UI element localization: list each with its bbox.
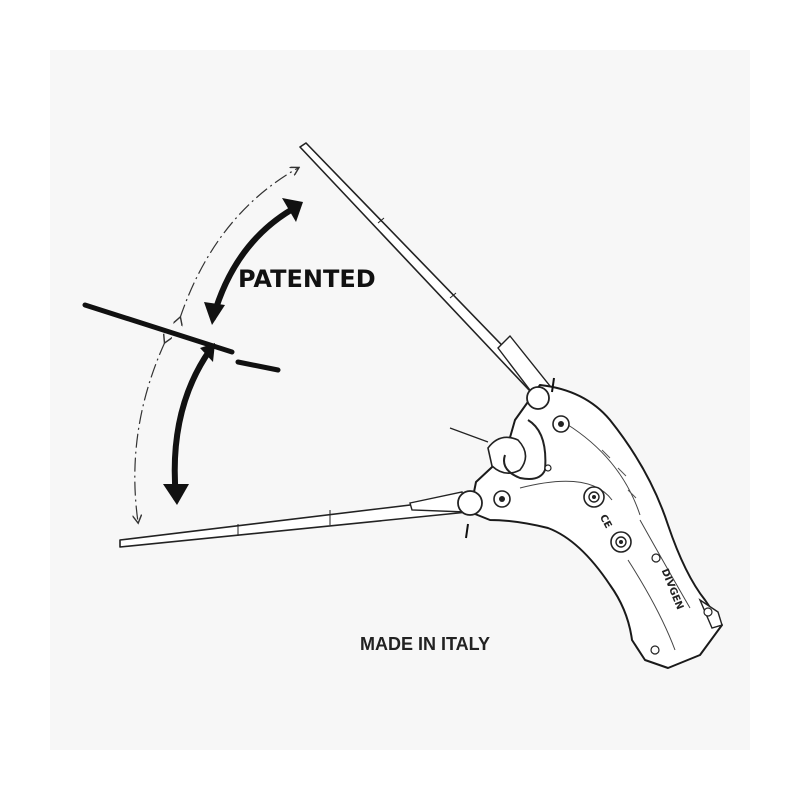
patent-arrow-lower (163, 343, 215, 505)
reference-line (82, 302, 281, 373)
device-body (469, 384, 723, 669)
range-arc-upper (180, 168, 298, 318)
patent-arrow-upper (204, 198, 303, 325)
trigger-lever (449, 377, 555, 539)
patented-label: PATENTED (238, 265, 376, 293)
lower-rod (119, 491, 469, 548)
made-in-italy-label: MADE IN ITALY (360, 634, 490, 654)
lower-pivot (457, 490, 483, 516)
range-arc-lower (135, 342, 165, 522)
screw-bolt (493, 415, 713, 655)
upper-pivot (526, 386, 550, 410)
